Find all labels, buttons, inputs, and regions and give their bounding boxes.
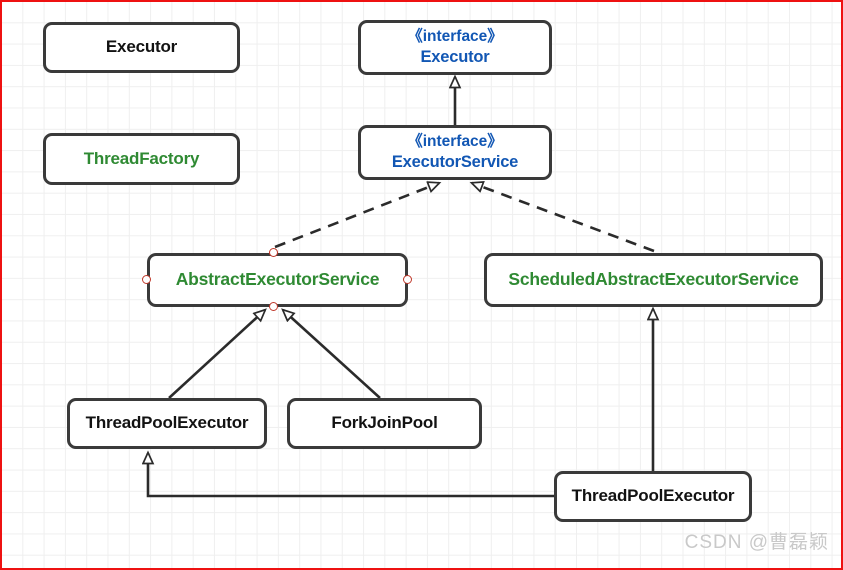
executorservice-interface-label: ExecutorService [391, 152, 519, 171]
abstract-executor-service-label: AbstractExecutorService [175, 269, 380, 290]
handle-abstract-top[interactable] [269, 248, 278, 257]
forkjoinpool-node[interactable]: ForkJoinPool [287, 398, 482, 449]
forkjoinpool-label: ForkJoinPool [331, 413, 438, 433]
csdn-watermark: CSDN @曹磊颖 [684, 532, 829, 553]
executor-interface-node[interactable]: 《interface》 Executor [358, 20, 552, 75]
threadfactory-class-label: ThreadFactory [83, 148, 200, 168]
executorservice-interface-node[interactable]: 《interface》 ExecutorService [358, 125, 552, 180]
scheduled-abstract-executor-service-node[interactable]: ScheduledAbstractExecutorService [484, 253, 823, 307]
handle-abstract-right[interactable] [403, 275, 412, 284]
edge-threadpoolexecutorbottom-extends-threadpoolexecutor [148, 453, 554, 498]
abstract-executor-service-node[interactable]: AbstractExecutorService [147, 253, 408, 307]
executor-interface-label: Executor [420, 47, 490, 66]
scheduled-abstract-executor-service-label: ScheduledAbstractExecutorService [508, 269, 799, 290]
executorservice-interface-stereotype: 《interface》 [407, 132, 503, 150]
threadfactory-class-node[interactable]: ThreadFactory [43, 133, 240, 185]
edge-scheduledabstract-implements-executorservice [472, 183, 655, 253]
edge-forkjoinpool-extends-abstract [283, 310, 381, 399]
edge-threadpoolexecutor-extends-abstract [168, 310, 265, 399]
threadpoolexecutor-label: ThreadPoolExecutor [85, 413, 249, 433]
edge-abstractexecutorservice-implements-executorservice [274, 183, 439, 249]
executor-interface-stereotype: 《interface》 [407, 27, 503, 45]
threadpoolexecutor-node[interactable]: ThreadPoolExecutor [67, 398, 267, 449]
threadpoolexecutor-bottom-node[interactable]: ThreadPoolExecutor [554, 471, 752, 522]
executor-class-node[interactable]: Executor [43, 22, 240, 73]
executor-class-label: Executor [105, 37, 178, 57]
threadpoolexecutor-bottom-label: ThreadPoolExecutor [571, 486, 735, 506]
handle-abstract-bottom[interactable] [269, 302, 278, 311]
handle-abstract-left[interactable] [142, 275, 151, 284]
